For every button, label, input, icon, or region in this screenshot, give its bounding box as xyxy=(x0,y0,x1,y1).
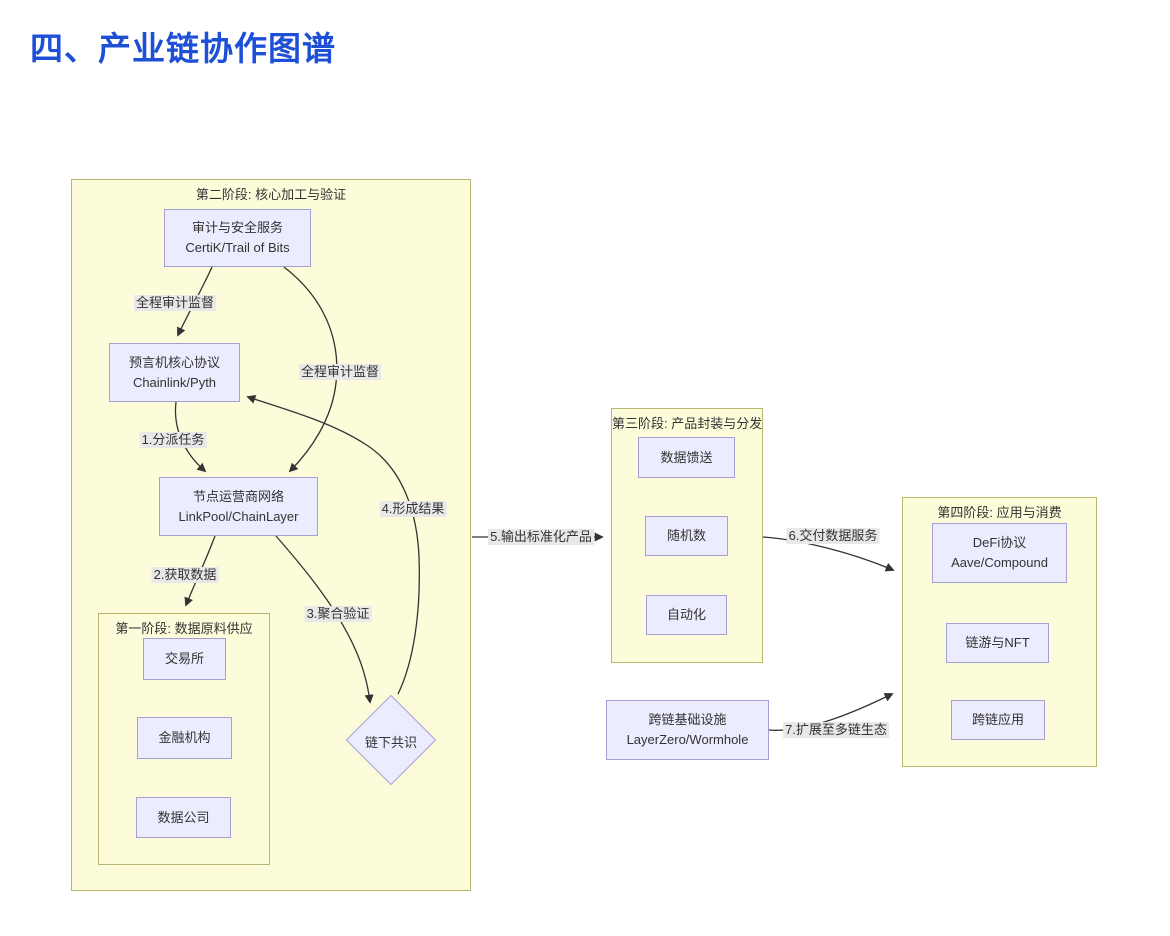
node-audit-line2: CertiK/Trail of Bits xyxy=(185,240,290,255)
node-datafeed-label: 数据馈送 xyxy=(660,449,713,465)
node-bridge-line1: 跨链基础设施 xyxy=(648,712,727,727)
edge-label-audit-to-oracle: 全程审计监督 xyxy=(133,295,217,311)
edge-label-expand-multichain: 7.扩展至多链生态 xyxy=(783,722,889,738)
node-crosschainapp-label: 跨链应用 xyxy=(971,712,1024,727)
edge-label-audit-to-node-operators: 全程审计监督 xyxy=(298,364,382,380)
edge-label-aggregate-verify: 3.聚合验证 xyxy=(304,606,372,622)
consensus-diamond-label: 链下共识 xyxy=(364,735,417,750)
node-data-company: 数据公司 xyxy=(136,797,231,838)
node-random-number: 随机数 xyxy=(645,516,728,556)
node-random-label: 随机数 xyxy=(666,528,706,543)
cluster-stage4-title: 第四阶段: 应用与消费 xyxy=(937,505,1062,520)
node-gamefi-nft: 链游与NFT xyxy=(946,623,1049,663)
node-financial-label: 金融机构 xyxy=(158,730,211,745)
node-datacorp-label: 数据公司 xyxy=(157,809,210,825)
node-exchange-label: 交易所 xyxy=(164,651,204,666)
node-defi-line2: Aave/Compound xyxy=(951,555,1048,570)
edge-label-output-product: 5.输出标准化产品 xyxy=(488,529,594,545)
cluster-stage3-title: 第三阶段: 产品封装与分发 xyxy=(612,416,763,431)
node-exchange: 交易所 xyxy=(143,638,226,680)
node-oracle-protocol: 预言机核心协议 Chainlink/Pyth xyxy=(109,343,240,402)
node-gamefi-label: 链游与NFT xyxy=(965,635,1030,650)
cluster-stage1-title: 第一阶段: 数据原料供应 xyxy=(115,621,253,636)
node-bridge-line2: LayerZero/Wormhole xyxy=(626,732,749,747)
node-crosschain-app: 跨链应用 xyxy=(951,700,1045,740)
node-bridge-infrastructure: 跨链基础设施 LayerZero/Wormhole xyxy=(606,700,769,760)
node-node-operators: 节点运营商网络 LinkPool/ChainLayer xyxy=(159,477,318,536)
node-nodeops-line2: LinkPool/ChainLayer xyxy=(178,508,299,524)
node-automation-label: 自动化 xyxy=(666,607,706,622)
node-nodeops-line1: 节点运营商网络 xyxy=(192,488,284,504)
cluster-stage2-title: 第二阶段: 核心加工与验证 xyxy=(195,187,347,202)
node-defi-line1: DeFi协议 xyxy=(972,535,1027,550)
edge-label-assign-tasks: 1.分派任务 xyxy=(139,432,207,448)
edge-label-form-result: 4.形成结果 xyxy=(379,501,447,517)
page-title: 四、产业链协作图谱 xyxy=(30,30,336,67)
edge-label-deliver-service: 6.交付数据服务 xyxy=(786,528,880,544)
node-oracle-line1: 预言机核心协议 xyxy=(128,354,220,370)
node-defi-protocol: DeFi协议 Aave/Compound xyxy=(932,523,1067,583)
node-data-feed: 数据馈送 xyxy=(638,437,735,478)
node-audit-line1: 审计与安全服务 xyxy=(191,220,283,235)
edge-label-fetch-data: 2.获取数据 xyxy=(151,567,219,583)
node-oracle-line2: Chainlink/Pyth xyxy=(132,374,217,390)
node-financial-institution: 金融机构 xyxy=(137,717,232,759)
node-audit-security: 审计与安全服务 CertiK/Trail of Bits xyxy=(164,209,311,267)
node-automation: 自动化 xyxy=(646,595,727,635)
